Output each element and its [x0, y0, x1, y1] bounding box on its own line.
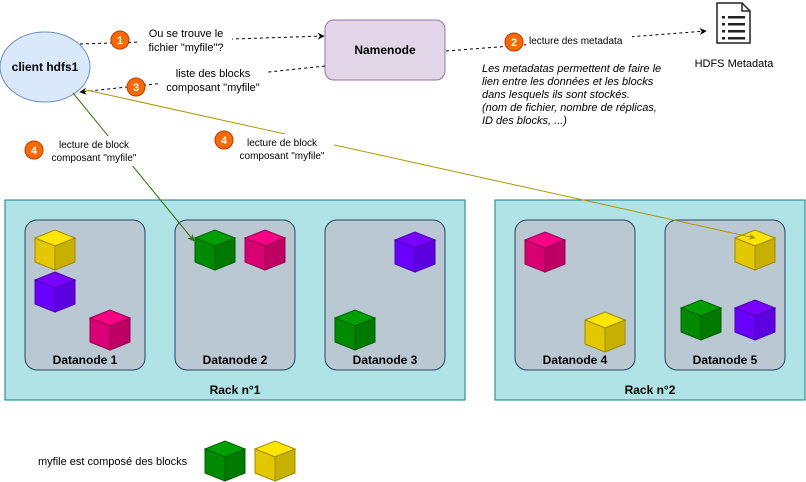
step-4a-text-line-2: composant "myfile" — [52, 153, 137, 164]
metadata-note-line-3: dans lesquels ils sont stockés. — [482, 89, 630, 101]
metadata-label: HDFS Metadata — [695, 58, 775, 70]
step-4a-text-line-1: lecture de block — [59, 140, 130, 151]
datanode-1-label: Datanode 1 — [53, 353, 118, 367]
step-3-text-line-1: liste des blocks — [176, 68, 251, 80]
legend-block-green — [203, 440, 247, 482]
block-purple-datanode-5 — [733, 299, 777, 341]
metadata-note-line-4: (nom de fichier, nombre de réplicas, — [482, 102, 657, 114]
arrow-step-3 — [79, 65, 326, 95]
legend-label: myfile est composé des blocks — [38, 456, 188, 468]
metadata-note-line-5: ID des blocks, ...) — [482, 115, 567, 127]
step-2-badge — [504, 32, 524, 52]
data-blocks — [33, 229, 777, 482]
client-label: client hdfs1 — [12, 60, 79, 74]
block-green-datanode-3 — [333, 309, 377, 351]
step-3-text-line-2: composant "myfile" — [166, 82, 259, 94]
block-magenta-datanode-2 — [243, 229, 287, 271]
step-3-badge — [126, 77, 146, 97]
step-4b-text-line-1: lecture de block — [247, 138, 318, 149]
rack-2-label: Rack n°2 — [625, 383, 676, 397]
block-magenta-datanode-1 — [88, 309, 132, 351]
arrow-read-datanode-2 — [72, 92, 195, 242]
step-2-text-line-1: lecture des metadata — [529, 36, 623, 47]
block-purple-datanode-1 — [33, 271, 77, 313]
step-4b-text-line-2: composant "myfile" — [240, 151, 325, 162]
step-1-number: 1 — [117, 35, 123, 47]
datanode-3-label: Datanode 3 — [353, 353, 418, 367]
legend-block-yellow — [253, 440, 297, 482]
block-green-datanode-2 — [193, 229, 237, 271]
datanode-2-label: Datanode 2 — [203, 353, 268, 367]
datanode-5-label: Datanode 5 — [693, 353, 758, 367]
step-4b-number: 4 — [221, 135, 228, 147]
block-green-datanode-5 — [679, 299, 723, 341]
step-1-text-line-1: Ou se trouve le — [149, 28, 224, 40]
metadata-note-line-2: lien entre les données et les blocks — [482, 76, 654, 88]
document-icon — [716, 2, 751, 44]
block-purple-datanode-3 — [393, 231, 437, 273]
arrow-read-datanode-5 — [85, 89, 756, 241]
metadata-note-line-1: Les metadatas permettent de faire le — [482, 63, 661, 75]
namenode — [324, 19, 446, 81]
arrow-step-2 — [445, 27, 707, 52]
step-4b-badge — [214, 130, 234, 150]
namenode-label: Namenode — [354, 43, 416, 57]
step-3-number: 3 — [133, 82, 139, 94]
step-1-text-line-2: fichier "myfile"? — [148, 42, 223, 54]
step-4a-badge — [24, 140, 44, 160]
block-magenta-datanode-4 — [523, 231, 567, 273]
rack-1-label: Rack n°1 — [210, 383, 261, 397]
step-4a-number: 4 — [31, 145, 38, 157]
block-yellow-datanode-1 — [33, 229, 77, 271]
block-yellow-datanode-5 — [733, 229, 777, 271]
step-2-number: 2 — [511, 37, 517, 49]
datanode-4-label: Datanode 4 — [543, 353, 608, 367]
client-node — [0, 31, 91, 103]
block-yellow-datanode-4 — [583, 311, 627, 353]
step-1-badge — [110, 30, 130, 50]
